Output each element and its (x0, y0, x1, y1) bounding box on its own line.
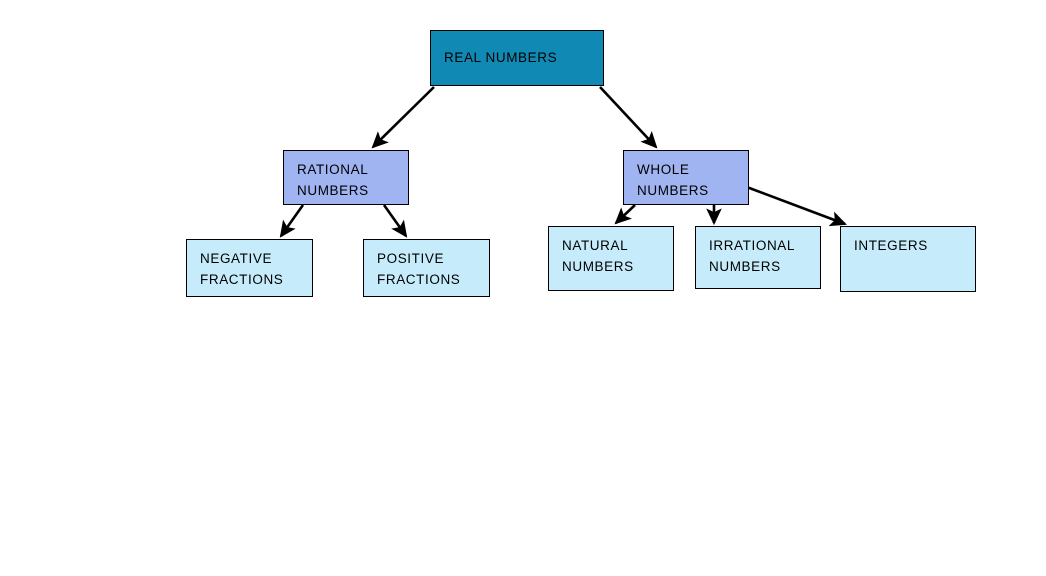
edge-real-to-rational (371, 86, 435, 149)
node-label-integers: INTEGERS (854, 238, 928, 253)
node-real-numbers[interactable]: REAL NUMBERS (430, 30, 604, 86)
node-label-natural-numbers: NATURAL NUMBERS (562, 238, 634, 274)
node-label-whole-numbers: WHOLE NUMBERS (637, 162, 709, 198)
edge-rational-to-positive (382, 204, 408, 238)
edge-whole-to-natural (614, 204, 636, 225)
node-positive-fractions[interactable]: POSITIVE FRACTIONS (363, 239, 490, 297)
node-rational-numbers[interactable]: RATIONAL NUMBERS (283, 150, 409, 205)
node-label-irrational-numbers: IRRATIONAL NUMBERS (709, 238, 796, 274)
node-label-negative-fractions: NEGATIVE FRACTIONS (200, 251, 284, 287)
edge-rational-to-negative (279, 204, 305, 238)
node-natural-numbers[interactable]: NATURAL NUMBERS (548, 226, 674, 291)
node-whole-numbers[interactable]: WHOLE NUMBERS (623, 150, 749, 205)
node-negative-fractions[interactable]: NEGATIVE FRACTIONS (186, 239, 313, 297)
node-integers[interactable]: INTEGERS (840, 226, 976, 292)
edge-real-to-whole (599, 86, 658, 149)
edge-whole-to-integers (743, 184, 847, 227)
node-label-positive-fractions: POSITIVE FRACTIONS (377, 251, 461, 287)
node-irrational-numbers[interactable]: IRRATIONAL NUMBERS (695, 226, 821, 289)
node-label-rational-numbers: RATIONAL NUMBERS (297, 162, 369, 198)
node-label-real-numbers: REAL NUMBERS (444, 49, 558, 65)
